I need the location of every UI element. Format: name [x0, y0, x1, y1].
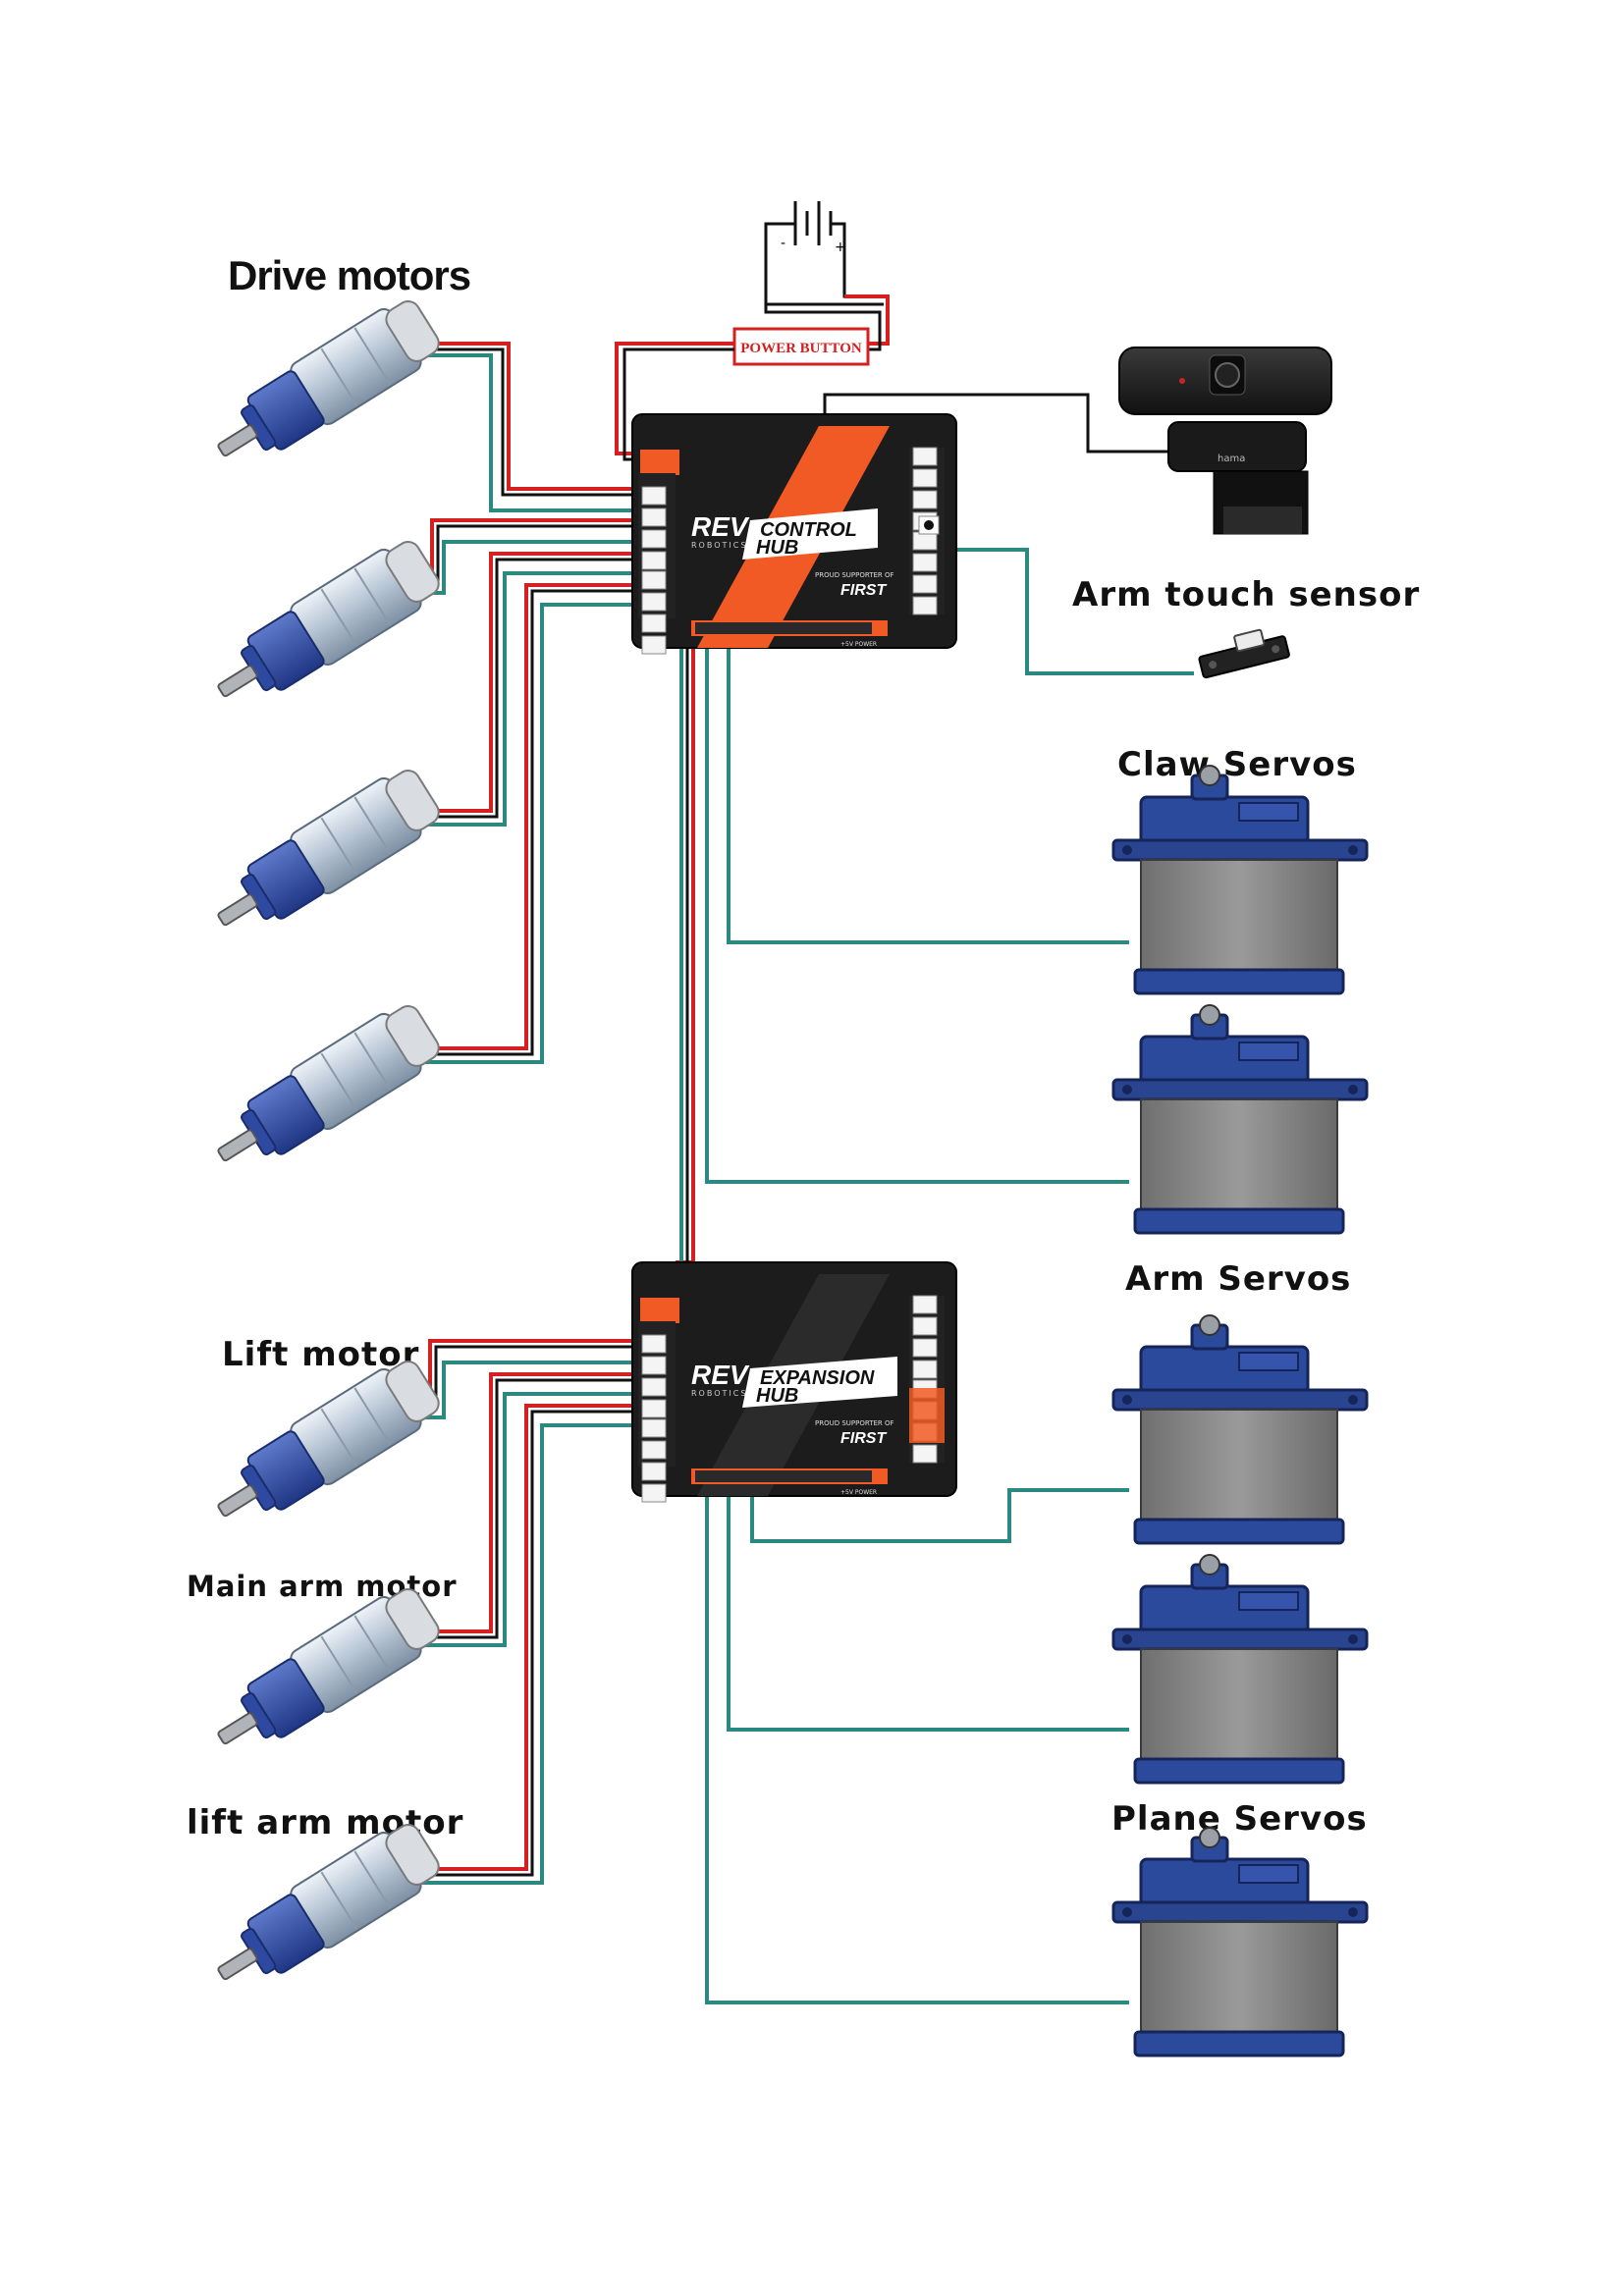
svg-text:-: - [781, 236, 785, 251]
expansion-hub-first: FIRST [840, 1430, 887, 1447]
expansion-hub-name-line1: EXPANSION [760, 1367, 875, 1389]
expansion-hub-brand: REV [691, 1360, 750, 1390]
webcam-brand: hama [1218, 454, 1245, 464]
webcam-icon: hama [1118, 347, 1332, 535]
arm-servos-label: Arm Servos [1125, 1259, 1351, 1299]
rev-control-hub-icon: REV ROBOTICS CONTROL HUB PROUD SUPPORTER… [631, 413, 957, 655]
expansion-hub-name-line2: HUB [756, 1385, 798, 1407]
control-hub-power-text: +5V POWER [840, 641, 877, 648]
dc-motor-icon [200, 1578, 448, 1770]
control-hub-name-line2: HUB [756, 537, 798, 559]
servo-icon [1111, 1826, 1369, 2057]
dc-motor-icon [200, 1814, 448, 2005]
control-hub-name-line1: CONTROL [760, 519, 857, 541]
svg-text:+: + [835, 240, 846, 255]
expansion-hub-supporter: PROUD SUPPORTER OF [815, 1419, 894, 1427]
drive-motors-label: Drive motors [228, 252, 470, 298]
control-hub-supporter: PROUD SUPPORTER OF [815, 571, 894, 579]
plane-servos-label: Plane Servos [1111, 1799, 1368, 1839]
arm-touch-sensor-label: Arm touch sensor [1072, 575, 1420, 614]
power-button-label: POWER BUTTON [740, 341, 862, 356]
battery-icon: - + [764, 201, 884, 306]
control-hub-brand: REV [691, 511, 750, 542]
dc-motor-icon [200, 531, 448, 722]
dc-motor-icon [200, 1351, 448, 1542]
servo-icon [1111, 1003, 1369, 1235]
dc-motor-icon [200, 995, 448, 1187]
expansion-hub-brand-sub: ROBOTICS [691, 1389, 747, 1398]
servo-icon [1111, 1313, 1369, 1545]
power-button-icon: POWER BUTTON [732, 327, 870, 366]
servo-icon [1111, 1553, 1369, 1785]
control-hub-first: FIRST [840, 582, 887, 599]
dc-motor-icon [200, 760, 448, 951]
lift-motor-label: Lift motor [222, 1335, 419, 1374]
expansion-hub-power-text: +5V POWER [840, 1489, 877, 1496]
dc-motor-icon [200, 291, 448, 482]
touch-sensor-icon [1198, 628, 1290, 679]
claw-servos-label: Claw Servos [1117, 745, 1357, 784]
servo-icon [1111, 764, 1369, 995]
control-hub-brand-sub: ROBOTICS [691, 541, 747, 550]
rev-expansion-hub-icon: REV ROBOTICS EXPANSION HUB PROUD SUPPORT… [631, 1261, 957, 1503]
